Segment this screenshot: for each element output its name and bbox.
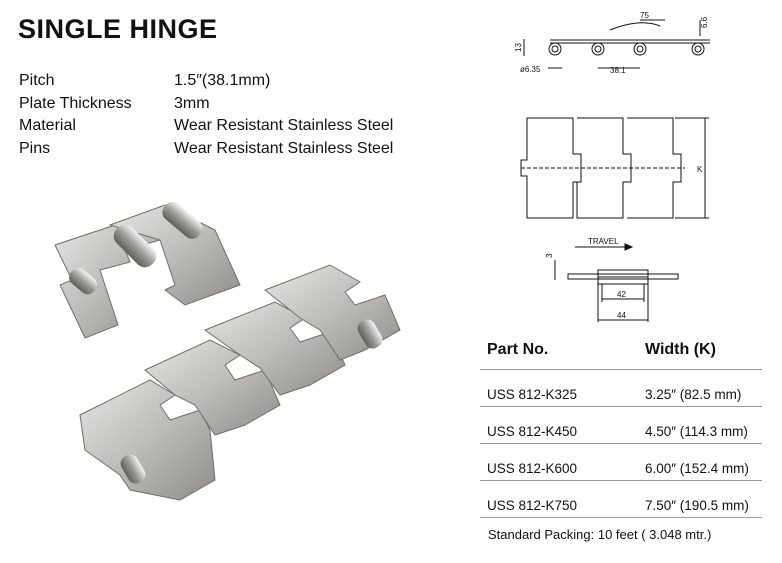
dim-pitch-label: 38.1 <box>610 66 626 75</box>
part-number: USS 812-K750 <box>487 498 578 513</box>
dim-k-label: K <box>697 165 703 174</box>
part-number: USS 812-K450 <box>487 424 578 439</box>
spec-label: Pins <box>19 139 51 157</box>
long-chain-piece <box>79 264 401 501</box>
packing-note: Standard Packing: 10 feet ( 3.048 mtr.) <box>488 527 712 542</box>
table-row: USS 812-K600 6.00″ (152.4 mm) <box>480 443 762 480</box>
dim-13-label: 13 <box>514 43 523 52</box>
table-row: USS 812-K450 4.50″ (114.3 mm) <box>480 406 762 443</box>
spec-value: 3mm <box>174 94 210 112</box>
page-title: SINGLE HINGE <box>18 14 218 44</box>
dim-6-6-label: 6.6 <box>700 16 709 28</box>
spec-value: Wear Resistant Stainless Steel <box>174 139 394 157</box>
width-value: 4.50″ (114.3 mm) <box>645 424 748 439</box>
width-value: 3.25″ (82.5 mm) <box>645 387 742 402</box>
section-view-drawing: TRAVEL 3 42 44 <box>545 237 679 322</box>
column-header-width: Width (K) <box>645 341 716 358</box>
spec-row-material: Material Wear Resistant Stainless Steel <box>19 115 393 138</box>
side-profile-drawing: 75 6.6 13 ø6.35 38.1 <box>514 11 710 75</box>
part-table: USS 812-K325 3.25″ (82.5 mm) USS 812-K45… <box>480 369 762 519</box>
spec-label: Pitch <box>19 72 55 89</box>
spec-value: 1.5″(38.1mm) <box>174 72 271 89</box>
part-number: USS 812-K325 <box>487 387 578 402</box>
width-value: 7.50″ (190.5 mm) <box>645 498 749 513</box>
table-bottom-rule <box>480 517 762 519</box>
dim-44-label: 44 <box>617 311 626 320</box>
spec-row-pins: Pins Wear Resistant Stainless Steel <box>19 138 393 161</box>
spec-label: Plate Thickness <box>19 94 132 112</box>
dim-75-label: 75 <box>640 11 649 20</box>
top-view-drawing: K <box>520 117 709 219</box>
dim-3-label: 3 <box>545 253 554 258</box>
table-row: USS 812-K325 3.25″ (82.5 mm) <box>480 369 762 406</box>
spec-row-plate-thickness: Plate Thickness 3mm <box>19 93 393 116</box>
width-value: 6.00″ (152.4 mm) <box>645 461 749 476</box>
part-number: USS 812-K600 <box>487 461 578 476</box>
chain-product-photo <box>54 201 401 501</box>
column-header-part: Part No. <box>487 341 549 358</box>
spec-row-pitch: Pitch 1.5″(38.1mm) <box>19 70 393 93</box>
travel-label: TRAVEL <box>588 237 619 246</box>
spec-list: Pitch 1.5″(38.1mm) Plate Thickness 3mm M… <box>19 70 393 160</box>
dim-diameter-label: ø6.35 <box>520 65 541 74</box>
spec-value: Wear Resistant Stainless Steel <box>174 117 394 134</box>
dim-42-label: 42 <box>617 290 626 299</box>
table-row: USS 812-K750 7.50″ (190.5 mm) <box>480 480 762 517</box>
spec-label: Material <box>19 117 76 134</box>
small-chain-piece <box>54 201 241 339</box>
